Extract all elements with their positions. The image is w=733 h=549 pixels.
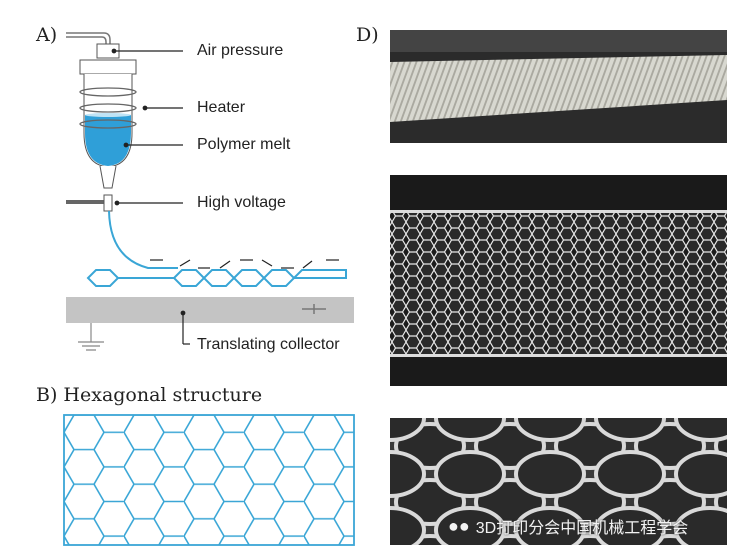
polymer-jet <box>108 210 178 269</box>
panel-a-label: A) <box>36 24 58 46</box>
label-heater: Heater <box>197 99 246 116</box>
panel-d-label: D) <box>356 24 379 46</box>
label-high-voltage: High voltage <box>197 194 286 211</box>
needle-electrode <box>103 194 113 212</box>
watermark-text: 3D打印分会中国机械工程学会 <box>475 520 689 537</box>
label-translating-collector: Translating collector <box>197 336 340 353</box>
leader-lines <box>111 48 190 345</box>
syringe-cap <box>79 59 137 75</box>
photo-top-view-mesh <box>390 175 727 386</box>
photo-closeup-mesh <box>390 418 727 545</box>
air-tube <box>66 32 111 44</box>
translation-arrows-icon <box>302 304 326 314</box>
printed-hexagons <box>86 269 347 287</box>
heater-coil <box>79 87 137 129</box>
motion-arrows <box>150 259 339 269</box>
voltage-wire <box>66 200 104 204</box>
photo-side-view <box>390 30 727 143</box>
watermark: ●● 3D打印分会中国机械工程学会 <box>448 514 688 538</box>
label-polymer-melt: Polymer melt <box>197 136 291 153</box>
hexagonal-structure <box>63 414 355 546</box>
wechat-icon: ●● <box>448 515 470 536</box>
electrospinning-apparatus <box>66 32 354 351</box>
panel-b-label: B) Hexagonal structure <box>36 384 263 406</box>
label-air-pressure: Air pressure <box>197 42 284 59</box>
translating-collector <box>66 297 354 323</box>
ground-icon <box>78 323 104 351</box>
nozzle <box>99 165 117 189</box>
